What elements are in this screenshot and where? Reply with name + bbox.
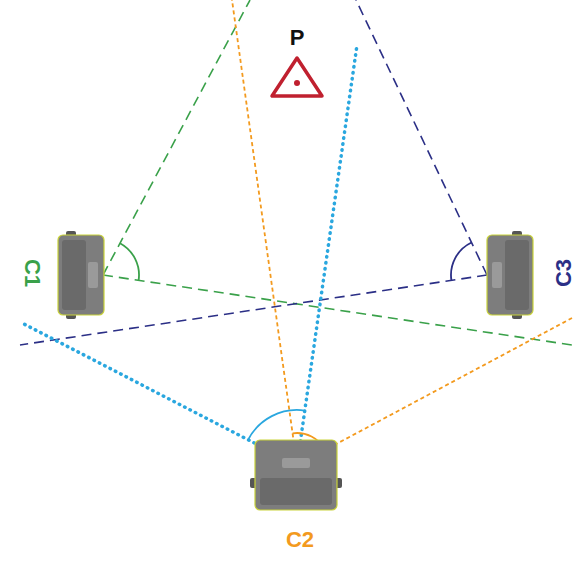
angle-arcs [120,242,472,449]
angle-arc [248,410,305,440]
camera-logo [88,262,98,288]
camera-panel [260,478,332,505]
target-label: P [290,27,305,49]
camera-logo [492,262,502,288]
camera-body [255,440,337,510]
camera-icon [250,440,342,510]
camera-panel [505,240,529,310]
view-ray [356,0,487,275]
camera-panel [62,240,86,310]
view-ray [297,45,357,465]
target-triangle [272,58,322,96]
angle-arc [451,242,472,280]
camera-icon [58,231,104,319]
camera-body [487,235,533,315]
view-ray [103,0,250,275]
view-ray [297,318,572,465]
camera-logo [282,458,310,468]
camera-label: C3 [553,259,575,287]
camera-icon [487,231,533,319]
target-marker [272,58,322,96]
camera-body [58,235,104,315]
camera-label: C2 [286,529,314,551]
target-dot [294,80,300,86]
field-of-view-lines [20,0,572,465]
angle-arc [120,243,139,280]
camera-label: C1 [21,259,43,287]
